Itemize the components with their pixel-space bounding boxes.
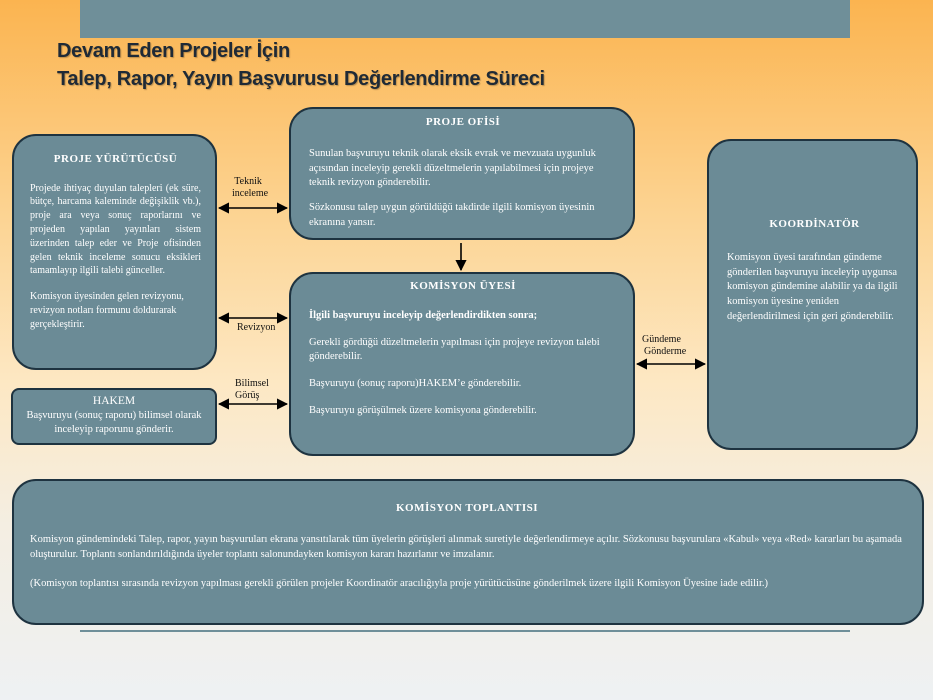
komisyon-toplantisi-box: KOMİSYON TOPLANTISI Komisyon gündemindek…: [12, 479, 924, 625]
teknik-inceleme-label: Teknik inceleme: [228, 176, 268, 200]
hakem-box: HAKEM Başvuruyu (sonuç raporu) bilimsel …: [11, 388, 217, 445]
komisyon-toplantisi-text-1: Komisyon gündemindeki Talep, rapor, yayı…: [30, 533, 902, 560]
bilimsel-gorus-label-line-2: Görüş: [235, 390, 260, 401]
proje-yurutucusu-text-2: Komisyon üyesinden gelen revizyonu, revi…: [30, 291, 184, 330]
bottom-divider: [80, 630, 850, 632]
komisyon-uyesi-box: KOMİSYON ÜYESİ İlgili başvuruyu inceleyi…: [289, 272, 635, 456]
proje-ofisi-text-1: Sunulan başvuruyu teknik olarak eksik ev…: [309, 147, 596, 189]
proje-ofisi-heading: PROJE OFİSİ: [425, 116, 501, 128]
page-title-line-2: Talep, Rapor, Yayın Başvurusu Değerlendi…: [57, 68, 545, 90]
komisyon-uyesi-item-3: Başvuruyu görüşülmek üzere komisyona gön…: [309, 405, 537, 417]
proje-ofisi-text-2: Sözkonusu talep uygun görüldüğü takdirde…: [309, 202, 595, 229]
teknik-inceleme-label-line-1: Teknik: [234, 176, 262, 187]
koordinator-box: KOORDİNATÖR Komisyon üyesi tarafından gü…: [707, 139, 918, 450]
teknik-inceleme-label-line-2: inceleme: [232, 188, 269, 199]
hakem-text: Başvuruyu (sonuç raporu) bilimsel olarak…: [26, 409, 202, 435]
bilimsel-gorus-label-line-1: Bilimsel: [235, 378, 269, 389]
koordinator-text: Komisyon üyesi tarafından gündeme gönder…: [727, 251, 898, 323]
hakem-heading: HAKEM: [92, 395, 136, 407]
komisyon-uyesi-heading: KOMİSYON ÜYESİ: [410, 280, 516, 292]
proje-ofisi-box: PROJE OFİSİ Sunulan başvuruyu teknik ola…: [289, 107, 635, 240]
komisyon-uyesi-intro: İlgili başvuruyu inceleyip değerlendirdi…: [309, 309, 538, 321]
proje-yurutucusu-text-1: Projede ihtiyaç duyulan talepleri (ek sü…: [30, 182, 201, 277]
gundeme-gonderme-label-line-1: Gündeme: [642, 334, 681, 345]
proje-yurutucusu-box: PROJE YÜRÜTÜCÜSÜ Projede ihtiyaç duyulan…: [12, 134, 217, 370]
gundeme-gonderme-label-line-2: Gönderme: [644, 346, 687, 357]
bilimsel-gorus-label: Bilimsel Görüş: [235, 378, 269, 402]
proje-yurutucusu-heading: PROJE YÜRÜTÜCÜSÜ: [53, 153, 178, 165]
top-banner: [80, 0, 850, 38]
komisyon-toplantisi-text-2: (Komisyon toplantısı sırasında revizyon …: [30, 578, 769, 590]
page-title-line-1: Devam Eden Projeler İçin: [57, 40, 290, 62]
komisyon-uyesi-item-1: Gerekli gördüğü düzeltmelerin yapılması …: [309, 336, 600, 363]
revizyon-label: Revizyon: [237, 322, 276, 333]
gundeme-gonderme-label: Gündeme Gönderme: [642, 334, 686, 358]
komisyon-uyesi-item-2: Başvuruyu (sonuç raporu)HAKEM’e göndereb…: [309, 378, 522, 390]
komisyon-toplantisi-heading: KOMİSYON TOPLANTISI: [395, 502, 539, 514]
koordinator-heading: KOORDİNATÖR: [769, 218, 860, 230]
